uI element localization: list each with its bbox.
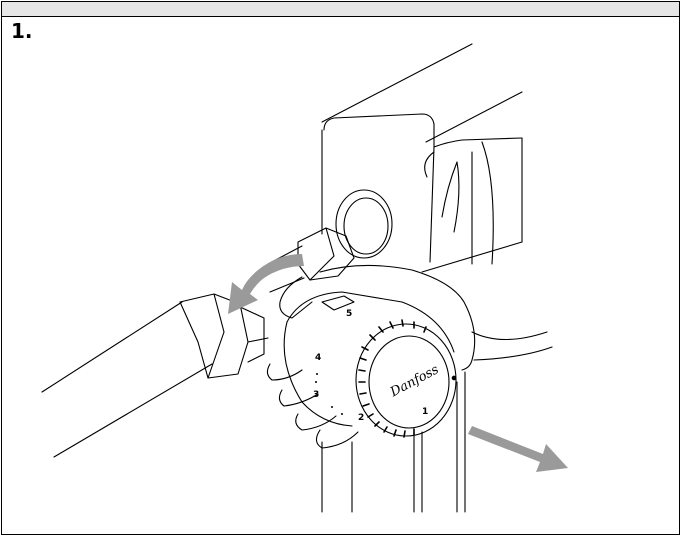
radiator <box>321 43 523 513</box>
rotation-arrow <box>228 254 304 314</box>
radiator-bottom-edge <box>421 241 523 273</box>
pipe <box>41 227 355 458</box>
radiator-highlight <box>441 161 460 233</box>
rotation-arrow-shape <box>228 254 304 314</box>
radiator-edge-line <box>321 43 473 123</box>
finger <box>266 363 303 381</box>
wrist-line-2 <box>473 346 553 361</box>
thermostat-head: Danfoss 5 4 3 2 1 <box>283 291 457 438</box>
valve-body-line-2 <box>269 277 305 293</box>
radiator-inner-corner <box>429 146 435 263</box>
valve-port-inner <box>343 197 389 255</box>
radiator-top-edge <box>323 113 435 148</box>
hand-back <box>319 264 476 371</box>
pull-arrow <box>468 426 568 472</box>
radiator-column-curve <box>424 151 435 178</box>
pull-arrow-shape <box>468 426 568 472</box>
finger <box>315 429 359 449</box>
head-left-contour <box>283 321 353 427</box>
header-bar <box>2 2 679 17</box>
union-nut <box>297 227 355 281</box>
radiator-edge-line-2 <box>425 91 523 143</box>
head-dial-inner <box>368 335 450 429</box>
scale-number: 1 <box>422 407 428 417</box>
pipe-nut <box>179 293 249 379</box>
pipe-nut-facet <box>207 293 225 379</box>
scale-dots <box>315 373 343 415</box>
radiator-column-shade <box>481 141 494 265</box>
pipe-bottom-edge <box>53 363 213 458</box>
head-dial-outer <box>355 323 457 437</box>
step-number: 1. <box>11 19 33 43</box>
hand <box>266 264 553 449</box>
dial-marker <box>451 375 457 381</box>
brand-logo: Danfoss <box>387 362 442 401</box>
union-nut-facet <box>309 227 335 281</box>
valve-port-ring <box>335 189 393 259</box>
head-top-button <box>321 295 355 311</box>
wrist-line <box>471 331 548 340</box>
scale-number: 4 <box>315 353 321 363</box>
scale-number: 2 <box>358 413 364 423</box>
pipe-fitting-line <box>247 337 269 343</box>
pipe-fitting <box>237 305 265 363</box>
scale-number: 5 <box>346 309 352 319</box>
finger <box>278 389 319 407</box>
head-top-contour <box>286 291 455 353</box>
thumb <box>279 276 313 319</box>
pipe-top-edge <box>41 301 183 393</box>
finger <box>295 413 337 431</box>
radiator-top-right <box>433 137 523 148</box>
dial-ridges <box>358 319 427 438</box>
